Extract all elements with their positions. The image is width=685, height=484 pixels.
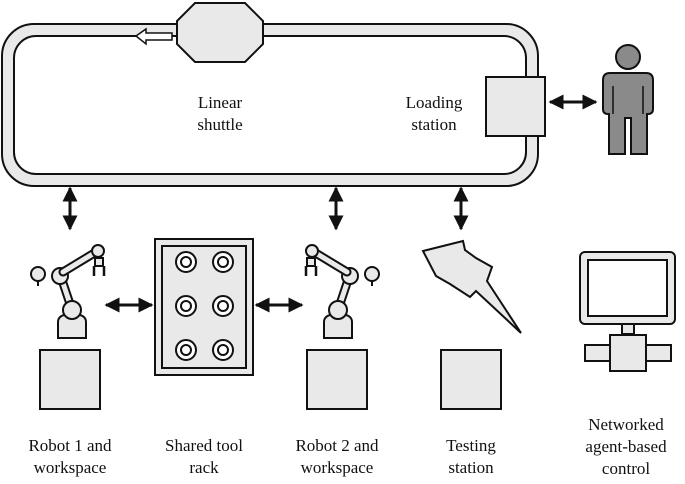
robot-arm-icon xyxy=(306,245,379,338)
loading-station-label-line2: station xyxy=(411,115,457,134)
tool-rack xyxy=(154,238,254,376)
control-label-line2: agent-based xyxy=(585,437,667,456)
loading-station-box xyxy=(485,76,546,137)
connection-arrows xyxy=(62,94,598,313)
robot2-workspace-box xyxy=(306,349,368,410)
tool-rack-label-line2: rack xyxy=(189,458,219,477)
computer-icon xyxy=(579,251,676,372)
shuttle-carriage xyxy=(176,2,264,63)
robot2-label-line1: Robot 2 and xyxy=(295,436,379,455)
robot1-label-line1: Robot 1 and xyxy=(28,436,112,455)
control-label-line1: Networked xyxy=(588,415,664,434)
robot1-workspace-box xyxy=(39,349,101,410)
robot-arm-icon xyxy=(31,245,104,338)
robot1-label-line2: workspace xyxy=(33,458,107,477)
person-icon xyxy=(602,44,654,155)
testing-label-line1: Testing xyxy=(446,436,496,455)
shuttle-label: Linear shuttle xyxy=(180,92,260,136)
lightning-icon xyxy=(421,239,522,334)
loading-station-label: Loading station xyxy=(392,92,476,136)
testing-label: Testing station xyxy=(421,435,521,479)
robot1-label: Robot 1 and workspace xyxy=(5,435,135,479)
robot2-label: Robot 2 and workspace xyxy=(272,435,402,479)
shuttle-direction-arrow-icon xyxy=(134,27,173,46)
tool-rack-label: Shared tool rack xyxy=(144,435,264,479)
control-label-line3: control xyxy=(601,459,651,478)
shuttle-label-line1: Linear xyxy=(197,93,243,112)
testing-station-box xyxy=(440,349,502,410)
tool-rack-label-line1: Shared tool xyxy=(165,436,243,455)
shuttle-label-line2: shuttle xyxy=(197,115,243,134)
control-label: Networked agent-based control xyxy=(567,414,685,480)
loading-station-label-line1: Loading xyxy=(405,93,463,112)
robot2-label-line2: workspace xyxy=(300,458,374,477)
testing-label-line2: station xyxy=(448,458,494,477)
